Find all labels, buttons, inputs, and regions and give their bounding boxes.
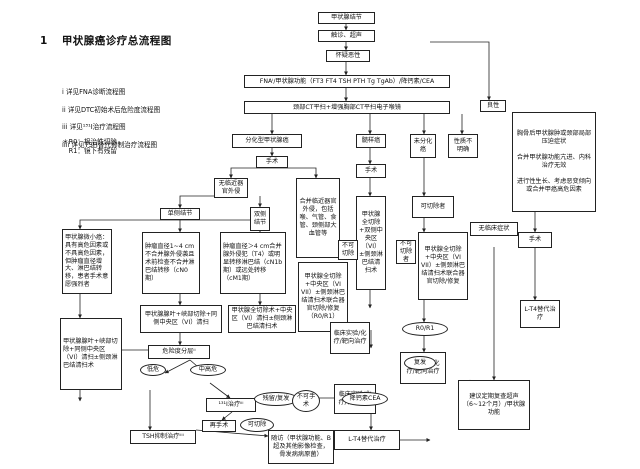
node-unclear: 性质不明确 xyxy=(448,134,478,158)
node-benign: 良性 xyxy=(480,100,506,112)
node-rai: ¹³¹I治疗ⁱⁱⁱ xyxy=(206,398,256,412)
node-surgery-benign: 手术 xyxy=(518,232,552,248)
legend-item-dtc: ii 详见DTC初始术后危险度流程图 xyxy=(62,105,161,114)
legend-item-i131: iii 详见¹³¹I治疗流程图 xyxy=(62,123,126,132)
node-no-symptom: 无临床症状 xyxy=(470,222,518,236)
node-palpation: 触诊、超声 xyxy=(318,30,375,42)
node-cannot-op: 不可手术 xyxy=(292,390,320,412)
node-followup: 随访（甲状腺功能、B超及其他影像检查，骨发病病原菌） xyxy=(268,430,334,464)
node-suspect-malignant: 怀疑恶性 xyxy=(326,50,370,62)
node-total-med: 甲状腺全切除+双侧中央区（VI）±侧颈淋巴结清扫术 xyxy=(356,196,386,290)
node-thyroid-nodule: 甲状腺结节 xyxy=(318,12,375,24)
legend-item-fna: i 详见FNA诊断流程图 xyxy=(62,87,126,96)
node-ct: 颈部CT平扫+增强胸部CT平扫电子喉镜 xyxy=(244,101,450,114)
node-undiff: 未分化癌 xyxy=(410,134,436,158)
node-risk-stratify: 危险度分层ⁱⁱ xyxy=(148,345,210,359)
node-total-plus: 甲状腺全切除+中央区（VI VII）±侧颈淋巴结清扫术联合器官切除/修复（R0/… xyxy=(298,262,348,332)
node-cannot-resect-1: 不可切除 xyxy=(338,240,358,260)
node-surgery-med: 手术 xyxy=(356,164,386,178)
node-single-nodule: 单侧结节 xyxy=(160,208,200,220)
node-bilateral: 双侧结节 xyxy=(250,207,270,231)
node-followup-regular: 建议定期复查超声（6~12个月）/甲状腺功能 xyxy=(458,380,530,430)
node-recur: 残留/复发 xyxy=(254,392,298,406)
node-r0r1: R0/R1 xyxy=(402,322,448,336)
node-l-t4-2: L-T4替代治疗 xyxy=(334,430,400,450)
node-criteria-1: 甲状腺微小癌：具有高危因素或不具高危因素，但肿瘤直径增大、淋巴结转移，患者手术意… xyxy=(62,229,112,294)
node-reop: 再手术 xyxy=(202,420,236,432)
node-criteria-3: 肿瘤直径＞4 cm合并腺外侵犯（T4）或明显转移淋巴结（cN1b期）或远处转移（… xyxy=(220,232,286,294)
node-low-risk: 低危 xyxy=(140,364,166,376)
node-clinical-trial-1: 临床实验/化疗/靶向治疗 xyxy=(330,322,370,354)
node-cannot-resect-2: 不可切除者 xyxy=(396,240,416,264)
legend-item-tsh: iiii 详见TSH替代抑制治疗流程图 xyxy=(62,141,158,150)
node-differentiated: 分化型甲状腺癌 xyxy=(232,134,302,148)
node-tsh: TSH抑制治疗ⁱⁱⁱⁱ xyxy=(130,430,196,444)
node-l-t4: L-T4替代治疗 xyxy=(520,300,560,328)
node-total-thyroid: 甲状腺全切除术+中央区（VI）清扫±侧颈淋巴结清扫术 xyxy=(228,305,296,333)
node-benign-detail: 胸骨后甲状腺肿或颈部局部压迫症状 合并甲状腺功能亢进、内科治疗无效 进行性生长、… xyxy=(512,112,596,212)
node-lobe-plus: 甲状腺腺叶+峡部切除+同侧中央区（VI）清扫±侧颈淋巴结清扫术 xyxy=(60,318,122,390)
node-can-op: 可切除 xyxy=(240,418,274,432)
node-relapse: 复发 xyxy=(404,356,436,370)
legend-note: ＊R0：根治性切除 R1：镜下有残留 xyxy=(62,138,117,155)
node-criteria-2: 肿瘤直径1~4 cm不合并腺外侵袭且术前检查不合并淋巴结转移（cN0期） xyxy=(142,232,200,294)
node-local-invasion: 合并临近器官外侵，包括喉、气管、食管、颈侧部大血管等 xyxy=(296,178,340,258)
page-title: 1 甲状腺癌诊疗总流程图 xyxy=(40,33,172,48)
node-workup: FNAⁱ/甲状腺功能（FT3 FT4 TSH PTH Tg TgAb）/降钙素/… xyxy=(244,75,450,88)
node-mid-high: 中高危 xyxy=(190,364,226,376)
node-can-resect: 可切除者 xyxy=(412,196,454,218)
node-lobe-central: 甲状腺腺叶+峡部切除+同侧中央区（VI）清扫 xyxy=(140,305,222,333)
node-surgery-1: 手术 xyxy=(256,156,288,168)
node-calcitonin-cea: 降钙素CEA xyxy=(342,392,388,406)
title-text: 甲状腺癌诊疗总流程图 xyxy=(61,35,172,47)
node-total-undiff: 甲状腺全切除+中央区（VI VII）±侧颈淋巴结清扫术联合器官切除/修复 xyxy=(418,232,468,300)
node-no-risk: 无临近器官外侵 xyxy=(214,178,248,198)
node-medullary: 髓样癌 xyxy=(356,134,386,148)
legend: i 详见FNA诊断流程图 ii 详见DTC初始术后危险度流程图 iii 详见¹³… xyxy=(62,79,160,159)
title-number: 1 xyxy=(40,35,48,47)
